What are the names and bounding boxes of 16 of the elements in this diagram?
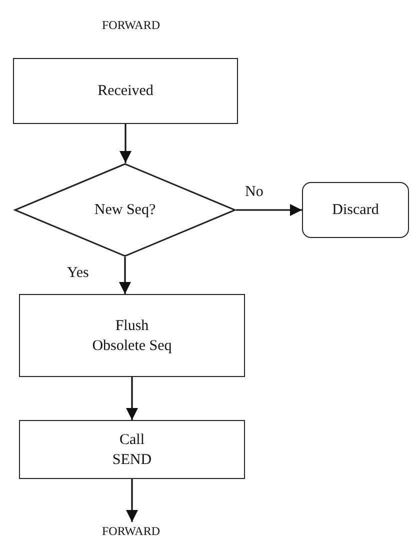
arrow <box>119 257 131 294</box>
arrow <box>120 124 132 163</box>
arrow <box>236 204 302 216</box>
arrow <box>126 377 138 420</box>
node-text: New Seq? <box>93 201 157 220</box>
node-text: Discard <box>332 201 379 220</box>
terminal-text: FORWARD <box>102 523 160 540</box>
heading-text: FORWARD <box>100 17 161 34</box>
node-text: Flush Obsolete Seq <box>92 316 172 356</box>
node-text: Received <box>98 82 154 101</box>
arrow <box>126 479 138 522</box>
terminal-box <box>302 182 409 238</box>
node-text: Call SEND <box>111 430 153 470</box>
process-box <box>19 294 245 377</box>
process-box <box>13 58 238 124</box>
process-box <box>19 420 245 479</box>
